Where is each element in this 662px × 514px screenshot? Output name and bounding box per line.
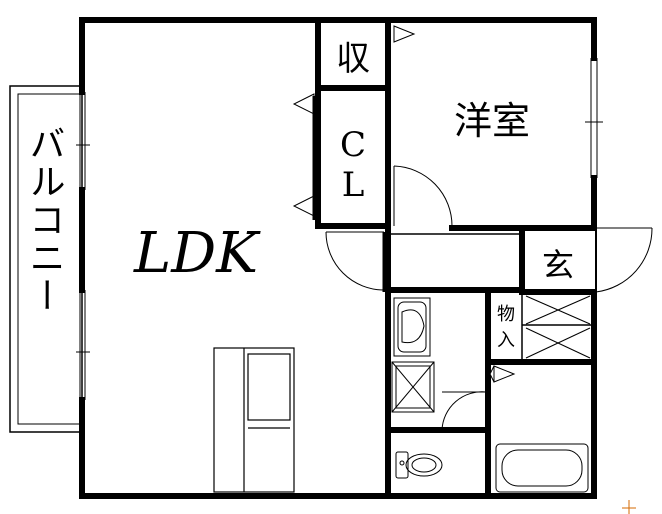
balcony-label: バルコニー <box>24 125 65 315</box>
wash-basin <box>393 297 431 357</box>
bath-door <box>489 365 516 383</box>
balcony-windows <box>76 92 90 400</box>
interior-walls <box>315 17 597 499</box>
closet-label-l: L <box>342 165 365 205</box>
kitchen-counter <box>213 347 295 493</box>
thin-partitions <box>388 233 594 362</box>
storeroom-label-1: 物 <box>497 304 515 325</box>
entrance-label: 玄 <box>542 246 574 284</box>
toilet <box>395 451 443 479</box>
storage-door <box>393 25 416 43</box>
western-room-label: 洋室 <box>454 99 530 143</box>
shoe-cabinet <box>525 295 591 359</box>
closet-doors <box>292 93 316 220</box>
closet-label-c: C <box>340 125 366 165</box>
ldk-label: LDK <box>133 221 261 286</box>
balcony: バルコニー <box>9 85 83 433</box>
washroom-door <box>441 391 487 431</box>
bathtub <box>495 443 589 493</box>
outer-walls <box>79 17 597 499</box>
western-room-door <box>393 165 453 227</box>
western-room-window <box>585 58 603 178</box>
corner-mark <box>622 500 636 514</box>
storage-label: 収 <box>336 39 370 79</box>
storeroom-label-2: 入 <box>497 330 515 351</box>
entrance-door <box>595 227 653 293</box>
washing-machine <box>391 361 435 413</box>
ldk-door <box>325 231 386 292</box>
